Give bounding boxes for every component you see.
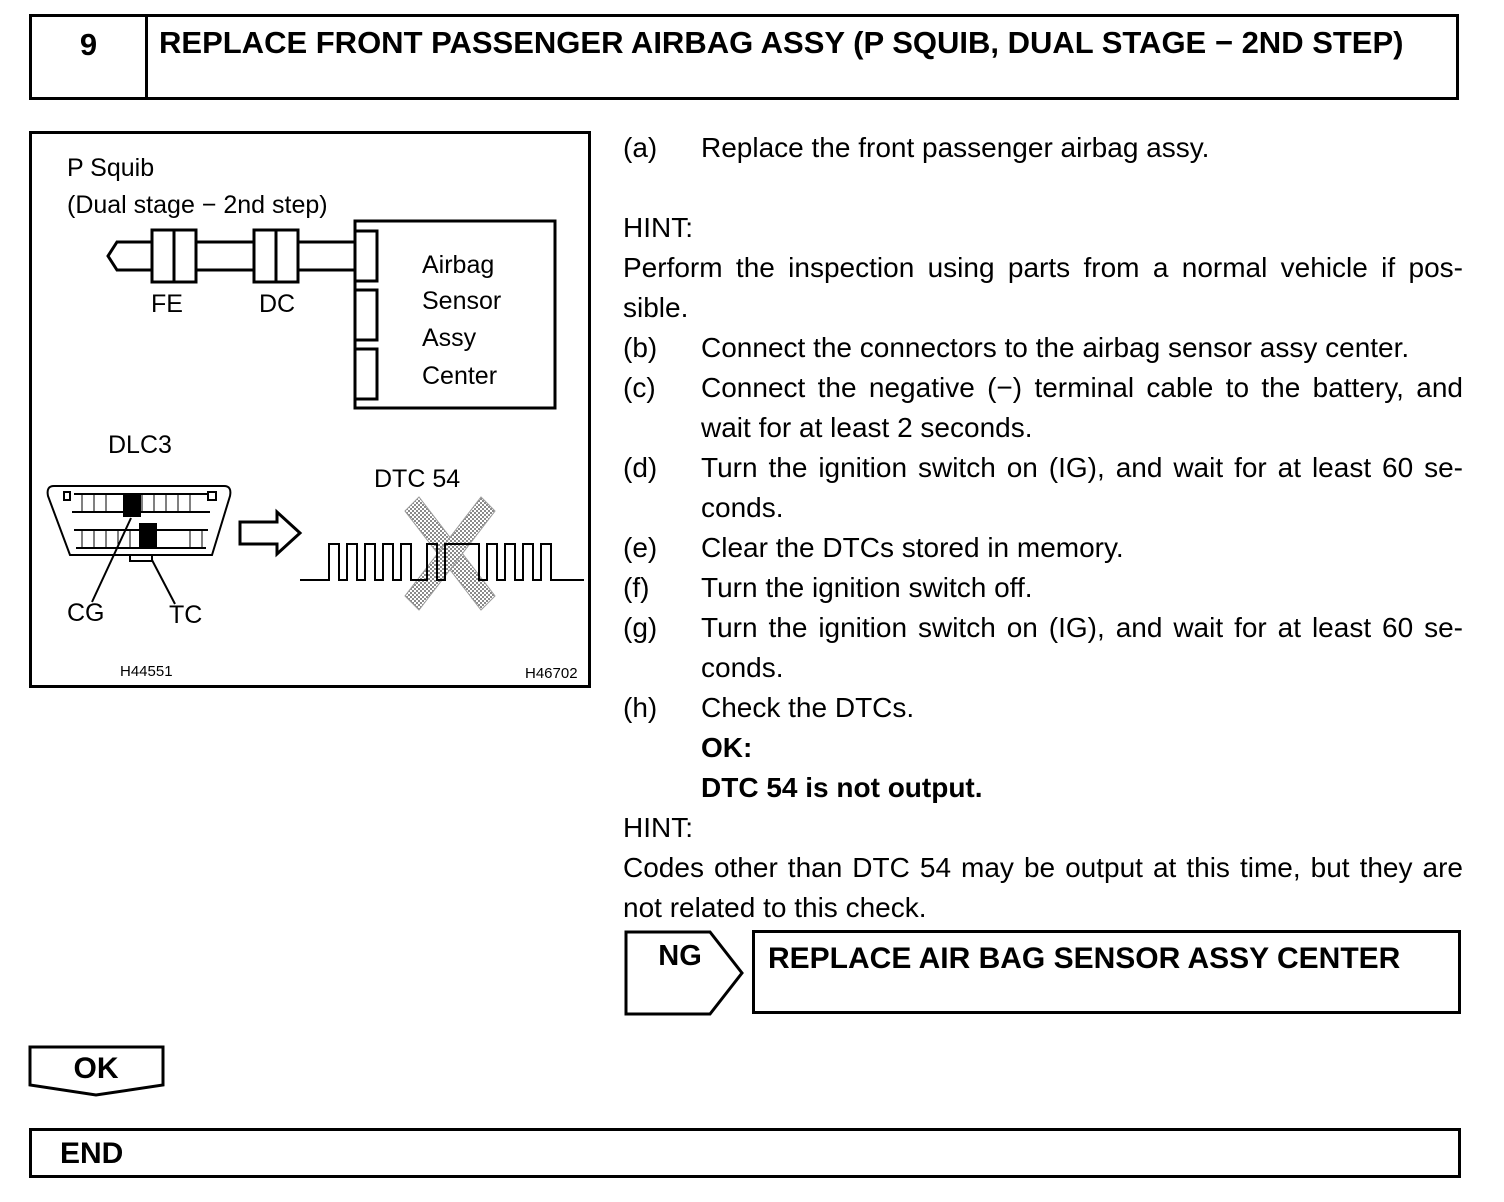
- step-c: (c) Connect the negative (−) terminal ca…: [623, 368, 1463, 448]
- ng-label: NG: [658, 940, 702, 972]
- tc-label: TC: [169, 601, 203, 629]
- ng-action-box: REPLACE AIR BAG SENSOR ASSY CENTER: [752, 930, 1461, 1014]
- step-g-label: (g): [623, 612, 658, 643]
- step-f-text: Turn the ignition switch off.: [701, 572, 1033, 603]
- step-d: (d) Turn the ignition switch on (IG), an…: [623, 448, 1463, 528]
- dc-label: DC: [259, 290, 296, 318]
- ng-arrow-shape: [624, 930, 744, 1016]
- sensor-label-line4: Center: [422, 362, 498, 390]
- step-header: 9 REPLACE FRONT PASSENGER AIRBAG ASSY (P…: [29, 14, 1459, 100]
- fe-label: FE: [151, 290, 183, 318]
- step-number: 9: [32, 17, 148, 97]
- step-f: (f) Turn the ignition switch off.: [623, 568, 1463, 608]
- step-h: (h) Check the DTCs.: [623, 688, 1463, 728]
- squib-label: P Squib: [67, 154, 155, 182]
- squib-stage-label: (Dual stage − 2nd step): [67, 191, 328, 219]
- ng-action-text: REPLACE AIR BAG SENSOR ASSY CENTER: [768, 942, 1401, 975]
- dc-connector: [252, 228, 300, 284]
- ok-arrow-shape: [28, 1045, 165, 1097]
- step-h-text: Check the DTCs.: [701, 692, 915, 723]
- right-arrow-icon: [238, 508, 303, 558]
- step-a-text: Replace the front passenger airbag assy.: [701, 132, 1210, 163]
- sensor-label-line2: Sensor: [422, 287, 502, 315]
- dtc-waveform: [300, 543, 584, 581]
- step-e-label: (e): [623, 532, 658, 563]
- step-c-text: Connect the negative (−) terminal cable …: [701, 372, 1463, 443]
- step-b-label: (b): [623, 332, 658, 363]
- sensor-label-line3: Assy: [422, 324, 477, 352]
- figure-code-left: H44551: [120, 663, 173, 680]
- hint-2-title: HINT:: [623, 812, 693, 843]
- step-f-label: (f): [623, 572, 650, 603]
- wiring-diagram: [46, 219, 584, 611]
- step-g: (g) Turn the ignition switch on (IG), an…: [623, 608, 1463, 688]
- step-g-text: Turn the ignition switch on (IG), and wa…: [701, 612, 1463, 683]
- squib-wire: [106, 240, 355, 272]
- dlc3-label: DLC3: [108, 431, 172, 459]
- step-title: REPLACE FRONT PASSENGER AIRBAG ASSY (P S…: [159, 25, 1404, 60]
- airbag-sensor-box: [353, 219, 557, 410]
- step-b-text: Connect the connectors to the airbag sen…: [701, 332, 1410, 363]
- fe-connector: [150, 228, 198, 284]
- figure-code-right: H46702: [525, 665, 578, 682]
- cg-label: CG: [67, 599, 105, 627]
- step-d-text: Turn the ignition switch on (IG), and wa…: [701, 452, 1463, 523]
- dtc-label: DTC 54: [374, 465, 461, 493]
- step-e-text: Clear the DTCs stored in memory.: [701, 532, 1124, 563]
- step-b: (b) Connect the connectors to the airbag…: [623, 328, 1463, 368]
- hint-1-text: Perform the inspection using parts from …: [623, 252, 1463, 323]
- end-label: END: [60, 1137, 124, 1170]
- pin-leader-lines: [91, 517, 176, 605]
- step-e: (e) Clear the DTCs stored in memory.: [623, 528, 1463, 568]
- step-c-label: (c): [623, 372, 656, 403]
- end-box: END: [29, 1128, 1461, 1178]
- step-a-label: (a): [623, 132, 658, 163]
- cross-out-mark: [404, 496, 496, 611]
- hint-1-title: HINT:: [623, 212, 693, 243]
- ok-label: OK: [73, 1052, 119, 1085]
- dlc3-connector: [46, 485, 232, 562]
- step-a: (a) Replace the front passenger airbag a…: [623, 128, 1463, 168]
- wiring-figure: P Squib (Dual stage − 2nd step) FE DC Ai…: [29, 131, 591, 688]
- hint-2-text: Codes other than DTC 54 may be output at…: [623, 852, 1463, 923]
- step-h-label: (h): [623, 692, 658, 723]
- instruction-list: (a) Replace the front passenger airbag a…: [623, 128, 1463, 928]
- ok-criteria-text: DTC 54 is not output.: [701, 772, 983, 803]
- step-d-label: (d): [623, 452, 658, 483]
- sensor-label-line1: Airbag: [422, 251, 495, 279]
- ok-criteria-title: OK:: [701, 732, 753, 763]
